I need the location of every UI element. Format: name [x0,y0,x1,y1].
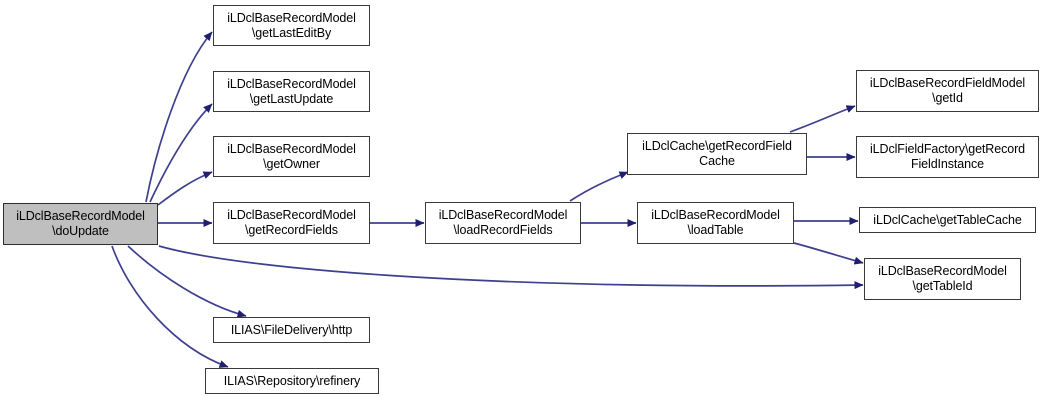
node-getLastUpdate[interactable]: iLDclBaseRecordModel \getLastUpdate [213,71,370,112]
node-getTableId[interactable]: iLDclBaseRecordModel \getTableId [864,258,1021,300]
edge-doUpdate-to-getTableId [158,245,864,290]
node-getRecordFieldCache[interactable]: iLDclCache\getRecordField Cache [627,133,807,175]
edge-loadRecordFields-to-getRecordFieldCache [569,171,629,202]
edge-doUpdate-to-repositoryRefinery [111,245,229,368]
node-getOwner[interactable]: iLDclBaseRecordModel \getOwner [213,136,370,177]
node-getTableCache[interactable]: iLDclCache\getTableCache [859,207,1036,233]
node-loadRecordFields[interactable]: iLDclBaseRecordModel \loadRecordFields [425,202,581,244]
edge-loadTable-to-getTableId [793,242,864,265]
node-doUpdate[interactable]: iLDclBaseRecordModel \doUpdate [3,203,158,245]
node-loadTable[interactable]: iLDclBaseRecordModel \loadTable [637,202,794,244]
node-getRecordFields[interactable]: iLDclBaseRecordModel \getRecordFields [213,202,370,244]
node-getLastEditBy[interactable]: iLDclBaseRecordModel \getLastEditBy [213,5,370,46]
node-getRecordFieldInstance[interactable]: iLDclFieldFactory\getRecord FieldInstanc… [856,136,1039,178]
edge-doUpdate-to-fileDeliveryHttp [127,245,247,318]
edge-doUpdate-to-getLastEditBy [145,31,213,203]
edge-doUpdate-to-getOwner [157,171,213,206]
edge-getRecordFieldCache-to-getId [789,105,856,133]
node-repositoryRefinery[interactable]: ILIAS\Repository\refinery [205,368,379,394]
edge-doUpdate-to-getLastUpdate [149,103,213,203]
node-getId[interactable]: iLDclBaseRecordFieldModel \getId [856,70,1039,112]
node-fileDeliveryHttp[interactable]: ILIAS\FileDelivery\http [213,317,370,343]
